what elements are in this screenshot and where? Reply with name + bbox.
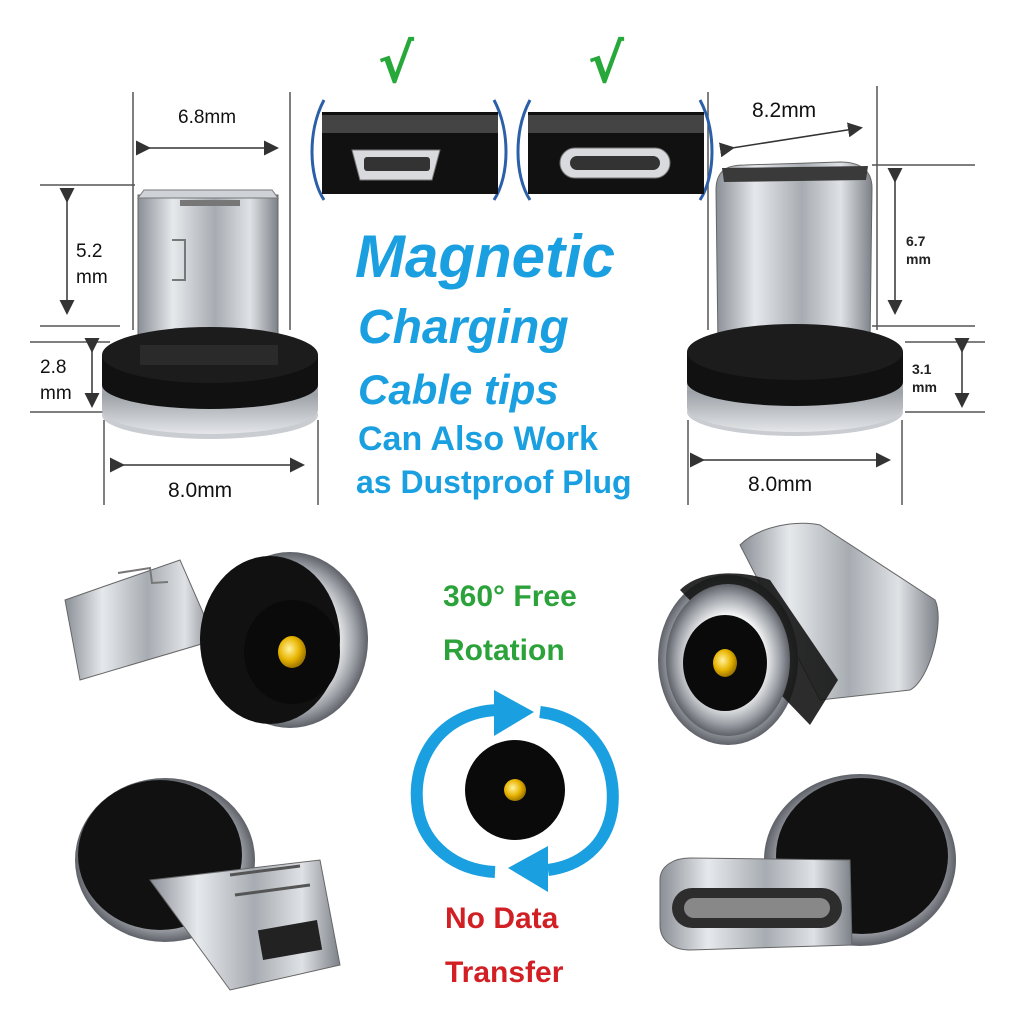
rotation-label-line-1: 360° Free: [443, 580, 577, 613]
micro-usb-tip-angled: [64, 552, 368, 728]
micro-usb-width-label: 6.8mm: [178, 107, 237, 128]
headline-magnetic: Magnetic: [355, 223, 616, 290]
usb-c-check-icon: √: [588, 32, 625, 95]
rotation-label-line-2: Rotation: [443, 634, 565, 667]
usb-c-height-unit: mm: [906, 251, 931, 267]
micro-usb-base-width-label: 8.0mm: [168, 479, 233, 502]
micro-usb-base-value: 2.8: [40, 357, 67, 378]
headline-cable-tips: Cable tips: [358, 366, 559, 413]
usb-c-tip-angled: [658, 522, 939, 745]
no-data-label-line-2: Transfer: [445, 956, 564, 989]
usb-c-height-value: 6.7: [906, 233, 926, 249]
micro-usb-base-unit: mm: [40, 383, 72, 404]
headline-charging: Charging: [358, 301, 569, 354]
no-data-label-line-1: No Data: [445, 902, 559, 935]
micro-usb-height-unit: mm: [76, 267, 108, 288]
micro-usb-port-photo: [304, 95, 512, 205]
micro-usb-tip-bottom-view: [75, 778, 341, 991]
usb-c-base-value: 3.1: [912, 361, 932, 377]
usb-c-base-width-label: 8.0mm: [748, 473, 813, 496]
micro-usb-tip-drawing: [30, 92, 319, 505]
usb-c-width-label: 8.2mm: [752, 99, 817, 122]
micro-usb-check-icon: √: [378, 32, 415, 95]
micro-usb-height-value: 5.2: [76, 241, 103, 262]
usb-c-tip-drawing: [687, 86, 985, 505]
usb-c-tip-bottom-view: [659, 774, 956, 951]
rotation-diagram: [410, 690, 619, 892]
subtitle-line-2: as Dustproof Plug: [356, 464, 632, 500]
usb-c-port-photo: [516, 99, 714, 201]
usb-c-base-unit: mm: [912, 379, 937, 395]
subtitle-line-1: Can Also Work: [358, 420, 598, 458]
